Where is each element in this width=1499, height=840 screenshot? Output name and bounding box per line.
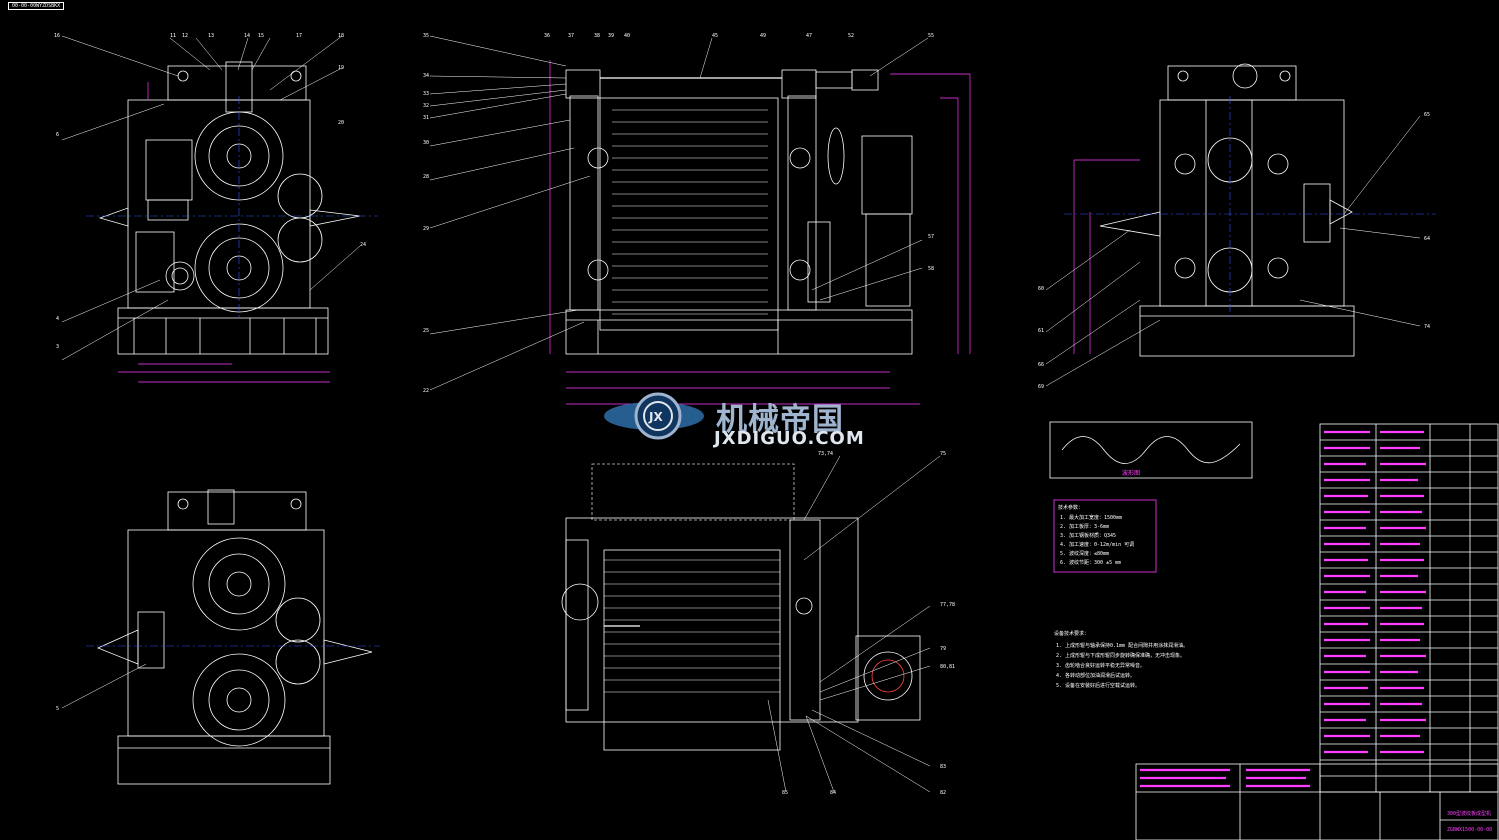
- svg-text:4: 4: [56, 316, 59, 322]
- side-view: [1099, 63, 1355, 357]
- svg-text:6: 6: [56, 132, 59, 138]
- svg-text:28: 28: [423, 174, 429, 180]
- svg-text:16: 16: [54, 33, 60, 39]
- svg-text:84: 84: [830, 790, 836, 796]
- tech-spec-box: [1053, 499, 1157, 573]
- svg-text:74: 74: [1424, 324, 1430, 330]
- svg-text:15: 15: [258, 33, 264, 39]
- svg-text:40: 40: [624, 33, 630, 39]
- dimension-lines: [118, 60, 1140, 405]
- parts-list: [1135, 423, 1499, 840]
- svg-text:79: 79: [940, 646, 946, 652]
- svg-text:69: 69: [1038, 384, 1044, 390]
- svg-text:25: 25: [423, 328, 429, 334]
- notes-title: 设备技术要求：: [1054, 631, 1090, 637]
- svg-text:14: 14: [244, 33, 250, 39]
- svg-text:47: 47: [806, 33, 812, 39]
- leader-lines: [61, 35, 1421, 793]
- svg-text:30: 30: [423, 140, 429, 146]
- tech-spec-5: 5. 波纹深度：≤80mm: [1060, 551, 1110, 557]
- svg-text:38: 38: [594, 33, 600, 39]
- tech-spec-3: 3. 加工钢板材质：Q345: [1060, 533, 1117, 539]
- watermark-cn: 机械帝国: [716, 402, 844, 438]
- svg-text:29: 29: [423, 226, 429, 232]
- parts-list-text: [1140, 430, 1426, 788]
- svg-text:82: 82: [940, 790, 946, 796]
- plan-view: [561, 463, 921, 751]
- svg-text:60: 60: [1038, 286, 1044, 292]
- drawing-corner-code: 00-00-00WYZDSBKX: [8, 2, 65, 10]
- tech-specs-title: 技术参数：: [1058, 505, 1084, 511]
- svg-text:49: 49: [760, 33, 766, 39]
- svg-text:77,78: 77,78: [940, 602, 955, 608]
- svg-text:12: 12: [182, 33, 188, 39]
- svg-text:3: 3: [56, 344, 59, 350]
- main-view: [565, 69, 913, 355]
- note-2: 2. 上成形辊与下成形辊同步旋转确保准确，无冲击现象。: [1056, 653, 1186, 659]
- svg-text:18: 18: [338, 33, 344, 39]
- title-block-title: 300型波纹板成型机: [1447, 811, 1492, 817]
- svg-text:45: 45: [712, 33, 718, 39]
- svg-text:64: 64: [1424, 236, 1430, 242]
- svg-text:55: 55: [928, 33, 934, 39]
- svg-text:66: 66: [1038, 362, 1044, 368]
- note-5: 5. 设备在安装好后进行空载试运转。: [1056, 683, 1141, 689]
- svg-text:85: 85: [782, 790, 788, 796]
- profile-label: 波形图: [1122, 470, 1141, 477]
- note-4: 4. 各转动部位加油润滑后试运转。: [1056, 673, 1136, 679]
- svg-text:34: 34: [423, 73, 429, 79]
- svg-text:22: 22: [423, 388, 429, 394]
- profile-box: [1049, 421, 1253, 479]
- watermark-logo-letters: JX: [648, 410, 663, 424]
- tech-spec-2: 2. 加工板厚：3-6mm: [1060, 524, 1110, 530]
- svg-text:11: 11: [170, 33, 176, 39]
- tech-spec-6: 6. 波纹节距：300 ±5 mm: [1060, 560, 1122, 566]
- svg-text:57: 57: [928, 234, 934, 240]
- svg-text:75: 75: [940, 451, 946, 457]
- svg-text:31: 31: [423, 115, 429, 121]
- svg-text:61: 61: [1038, 328, 1044, 334]
- svg-text:33: 33: [423, 91, 429, 97]
- svg-text:24: 24: [360, 242, 366, 248]
- rear-view: [96, 489, 373, 785]
- centerlines: [86, 96, 1436, 647]
- svg-text:80,81: 80,81: [940, 664, 955, 670]
- svg-text:58: 58: [928, 266, 934, 272]
- svg-text:39: 39: [608, 33, 614, 39]
- front-view: [98, 61, 361, 355]
- svg-text:36: 36: [544, 33, 550, 39]
- watermark-logo-icon: JX: [604, 392, 704, 440]
- svg-text:73,74: 73,74: [818, 451, 833, 457]
- title-block-code: ZGBWX1500-00-00: [1447, 827, 1493, 833]
- tech-spec-1: 1. 最大加工宽度：1500mm: [1060, 515, 1123, 521]
- note-1: 1. 上成形辊与轴承保持0.1mm 配合间隙并用涂抹润滑油。: [1056, 643, 1189, 649]
- svg-text:5: 5: [56, 706, 59, 712]
- svg-text:17: 17: [296, 33, 302, 39]
- svg-text:52: 52: [848, 33, 854, 39]
- svg-text:13: 13: [208, 33, 214, 39]
- note-3: 3. 齿轮啮合良好运转平稳无异常噪音。: [1056, 663, 1146, 669]
- svg-text:37: 37: [568, 33, 574, 39]
- svg-text:83: 83: [940, 764, 946, 770]
- watermark-en: JXDIGUO.COM: [714, 428, 865, 449]
- svg-text:32: 32: [423, 103, 429, 109]
- svg-text:20: 20: [338, 120, 344, 126]
- tech-spec-4: 4. 加工速度：0-12m/min 可调: [1060, 542, 1135, 548]
- svg-text:19: 19: [338, 65, 344, 71]
- svg-text:35: 35: [423, 33, 429, 39]
- svg-text:65: 65: [1424, 112, 1430, 118]
